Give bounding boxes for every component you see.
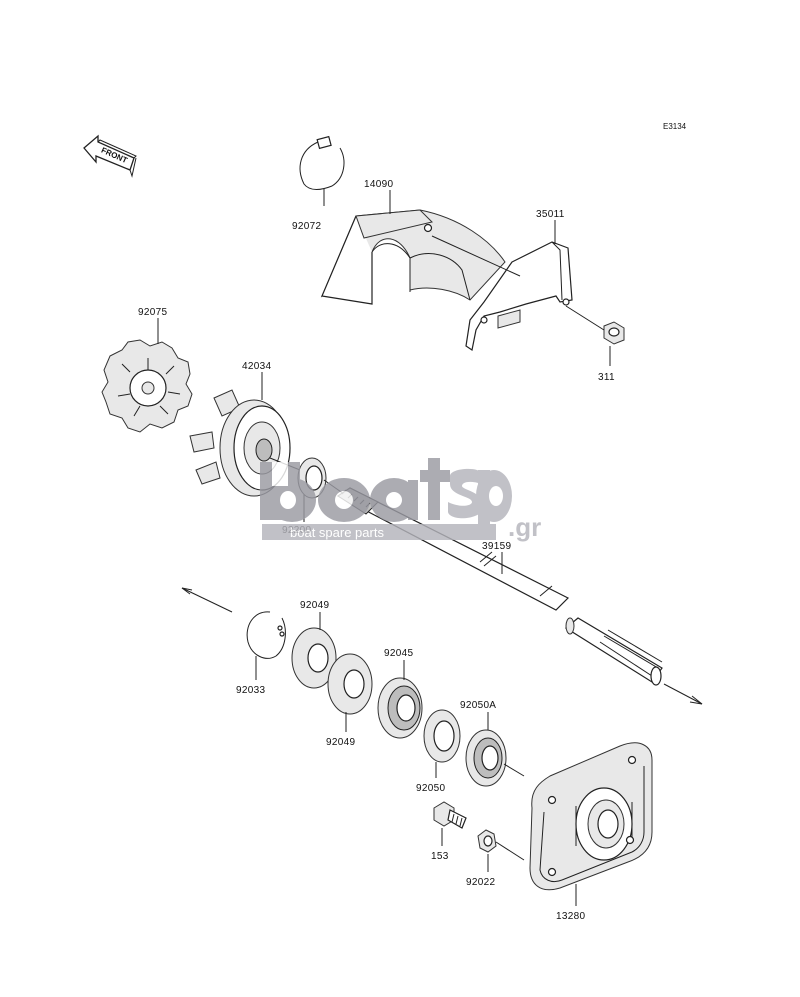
label-92045: 92045 bbox=[384, 648, 413, 659]
bearing-92045 bbox=[377, 677, 423, 739]
washer-92049-b bbox=[327, 653, 373, 715]
label-92049-top: 92049 bbox=[300, 600, 329, 611]
housing-13280 bbox=[529, 742, 653, 891]
label-39159: 39159 bbox=[482, 541, 511, 552]
label-311: 311 bbox=[598, 372, 615, 383]
watermark-tagline: boat spare parts bbox=[290, 525, 384, 540]
cover-14090 bbox=[320, 209, 506, 305]
nut-311 bbox=[603, 321, 625, 345]
watermark-suffix: .gr bbox=[508, 512, 541, 542]
label-92075: 92075 bbox=[138, 307, 167, 318]
label-92049-bottom: 92049 bbox=[326, 737, 355, 748]
label-92033: 92033 bbox=[236, 685, 265, 696]
washer-92022 bbox=[477, 829, 497, 853]
seal-92050 bbox=[423, 709, 461, 763]
label-92050a: 92050A bbox=[460, 700, 496, 711]
damper-92075 bbox=[101, 339, 193, 433]
label-92072: 92072 bbox=[292, 221, 321, 232]
label-153: 153 bbox=[431, 851, 449, 862]
diagram-code: E3134 bbox=[663, 122, 687, 131]
label-14090: 14090 bbox=[364, 179, 393, 190]
label-92022: 92022 bbox=[466, 877, 495, 888]
clip-92072 bbox=[299, 135, 345, 190]
watermark-logo: boat spare parts .gr bbox=[260, 458, 541, 542]
label-35011: 35011 bbox=[536, 209, 565, 220]
label-13280: 13280 bbox=[556, 911, 585, 922]
washer-92049-a bbox=[291, 627, 337, 689]
label-92050: 92050 bbox=[416, 783, 445, 794]
front-arrow-icon: FRONT bbox=[83, 134, 137, 178]
circlip-92033 bbox=[246, 611, 286, 659]
bolt-153 bbox=[433, 801, 467, 829]
seal-92050a bbox=[465, 729, 507, 787]
bracket-35011 bbox=[465, 241, 573, 351]
label-42034: 42034 bbox=[242, 361, 271, 372]
